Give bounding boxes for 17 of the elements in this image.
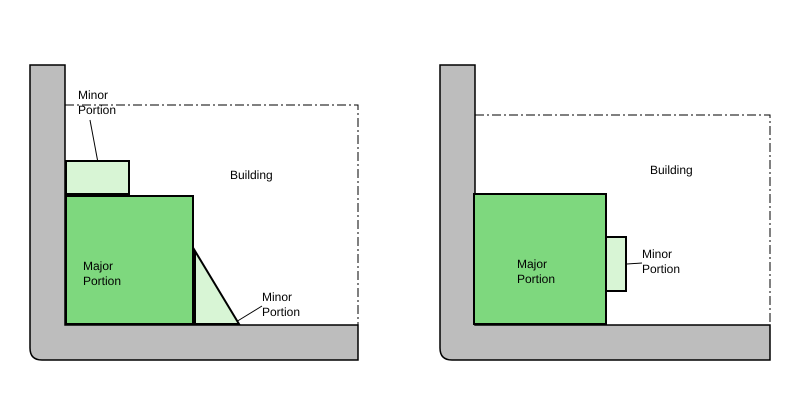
- leader-line: [237, 306, 262, 322]
- portion-label: Major Portion: [83, 259, 122, 289]
- portion-label: Major Portion: [517, 257, 556, 287]
- building-outline: [475, 115, 770, 325]
- building-label: Building: [650, 163, 694, 178]
- portion-label: Minor Portion: [262, 290, 312, 322]
- building-label: Building: [230, 168, 274, 183]
- minor-portion-box: [65, 160, 130, 195]
- leader-line: [626, 262, 642, 264]
- portion-label: Minor Portion: [78, 88, 126, 120]
- building-outline: [65, 105, 358, 325]
- major-portion-box: [65, 195, 194, 325]
- major-portion-box: [473, 193, 607, 325]
- minor-portion-triangle: [194, 250, 240, 325]
- minor-portion-box: [605, 236, 627, 292]
- leader-line: [90, 120, 98, 160]
- portion-label: Minor Portion: [642, 247, 692, 279]
